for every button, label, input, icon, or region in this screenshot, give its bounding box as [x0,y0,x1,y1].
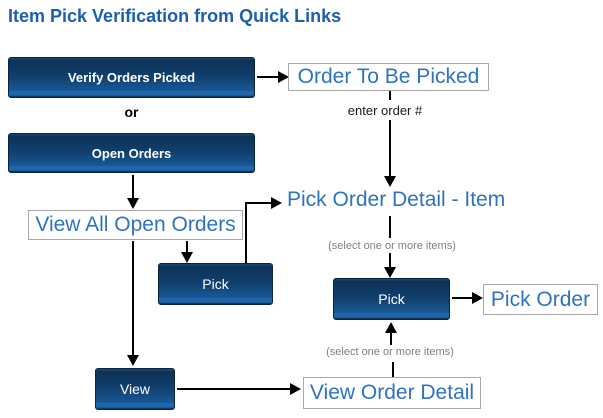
view-all-open-orders-link[interactable]: View All Open Orders [28,210,243,240]
pick-order-detail-item-link[interactable]: Pick Order Detail - Item [287,188,506,211]
view-order-detail-link[interactable]: View Order Detail [303,377,481,409]
order-to-be-picked-link[interactable]: Order To Be Picked [288,63,489,91]
arrow-verify-to-order-line [257,76,280,78]
arrow-view-to-detail-line [177,388,291,390]
arrow-view-to-detail-head [290,383,301,395]
pick-button-left[interactable]: Pick [158,263,273,305]
elbow-pick-to-detail-hline [245,202,272,204]
verify-orders-picked-button[interactable]: Verify Orders Picked [8,57,255,98]
order-to-enter-stub-line [389,91,391,100]
arrow-note-to-pick-up-head [385,322,397,333]
arrow-open-to-viewall-line [132,175,134,199]
arrow-enter-to-detail-head [384,176,396,187]
arrow-note-to-pick-line [389,253,391,268]
select-items-note-bottom: (select one or more items) [326,346,454,358]
viewdetail-to-note-stub-line [392,362,394,377]
arrow-enter-to-detail-line [389,120,391,177]
detail-to-note-stub-line [389,216,391,238]
arrow-note-to-pick-head [384,267,396,278]
elbow-pick-to-detail-head [271,197,282,209]
arrow-viewall-to-pick-line [186,241,188,253]
arrow-note-to-pick-up-line [390,332,392,345]
select-items-note-top: (select one or more items) [328,240,456,252]
page-title: Item Pick Verification from Quick Links [8,6,342,26]
elbow-pick-to-detail-vline [245,202,247,263]
arrow-pick-to-pickorder-head [472,292,483,304]
open-orders-button[interactable]: Open Orders [8,133,255,173]
or-label: or [124,104,139,120]
arrow-viewall-to-pick-head [181,252,193,263]
view-button[interactable]: View [95,368,175,410]
arrow-viewall-to-view-line [132,241,134,356]
arrow-open-to-viewall-head [127,198,139,209]
arrow-verify-to-order-head [278,71,289,83]
pick-order-link[interactable]: Pick Order [483,284,598,315]
arrow-viewall-to-view-head [127,355,139,366]
arrow-pick-to-pickorder-line [452,297,473,299]
pick-button-right[interactable]: Pick [333,278,450,320]
enter-order-number-label: enter order # [347,103,423,118]
